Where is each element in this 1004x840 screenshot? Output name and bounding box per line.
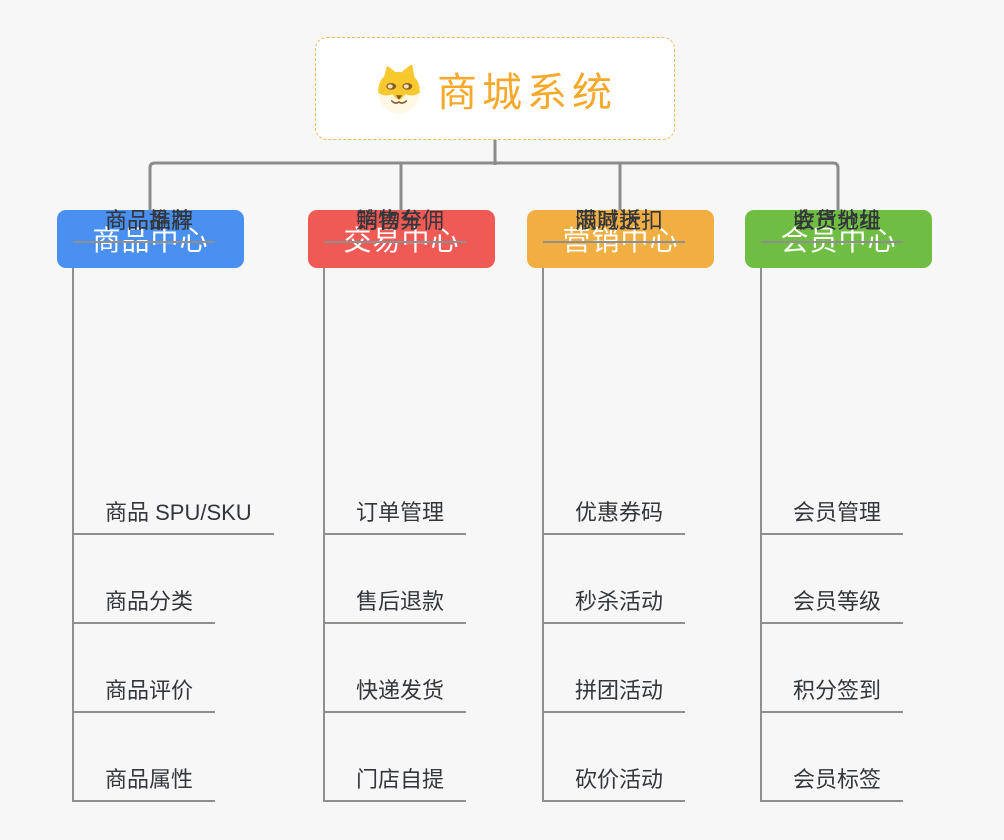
sub-item-product-review[interactable]: 商品评价 (73, 680, 216, 713)
branch-trunk-line (542, 268, 544, 802)
sub-item-bargain-activity[interactable]: 砍价活动 (543, 769, 686, 802)
sub-item-product-category[interactable]: 商品分类 (73, 591, 216, 624)
branch-bus-line (148, 161, 840, 210)
sub-item-product-spu-sku[interactable]: 商品 SPU/SKU (73, 502, 274, 535)
sub-item-member-management[interactable]: 会员管理 (761, 502, 904, 535)
sub-item-points-checkin[interactable]: 积分签到 (761, 680, 904, 713)
root-node[interactable]: 商城系统 (315, 37, 675, 140)
branch-header-label: 交易中心 (343, 225, 460, 256)
sub-item-flash-sale[interactable]: 秒杀活动 (543, 591, 686, 624)
sub-item-store-pickup[interactable]: 门店自提 (324, 769, 467, 802)
branch-header-label: 营销中心 (562, 225, 679, 256)
sub-item-group-buy[interactable]: 拼团活动 (543, 680, 686, 713)
root-node-label: 商城系统 (437, 70, 617, 115)
branch-header-label: 会员中心 (780, 225, 897, 256)
sub-item-product-brand[interactable]: 商品品牌 (73, 210, 216, 243)
sub-item-shipping-address[interactable]: 收货地址 (761, 210, 904, 243)
sub-item-product-attribute[interactable]: 商品属性 (73, 769, 216, 802)
branch-header-member-center[interactable]: 会员中心 (745, 210, 932, 268)
sub-item-order-management[interactable]: 订单管理 (324, 502, 467, 535)
branch-header-trade-center[interactable]: 交易中心 (308, 210, 495, 268)
branch-trunk-line (760, 268, 762, 802)
sub-item-member-level[interactable]: 会员等级 (761, 591, 904, 624)
sub-item-express-delivery[interactable]: 快递发货 (324, 680, 467, 713)
sub-item-sales-commission[interactable]: 销售分佣 (324, 210, 467, 243)
branch-trunk-line (72, 268, 74, 802)
shiba-dog-icon (378, 64, 420, 113)
branch-header-marketing-center[interactable]: 营销中心 (527, 210, 714, 268)
branch-header-label: 商品中心 (92, 225, 209, 256)
branch-trunk-line (323, 268, 325, 802)
sub-item-member-tag[interactable]: 会员标签 (761, 769, 904, 802)
sub-item-coupon-code[interactable]: 优惠券码 (543, 502, 686, 535)
sub-item-full-reduction[interactable]: 满减送 (543, 210, 664, 243)
branch-header-product-center[interactable]: 商品中心 (57, 210, 244, 268)
sub-item-aftersale-refund[interactable]: 售后退款 (324, 591, 467, 624)
